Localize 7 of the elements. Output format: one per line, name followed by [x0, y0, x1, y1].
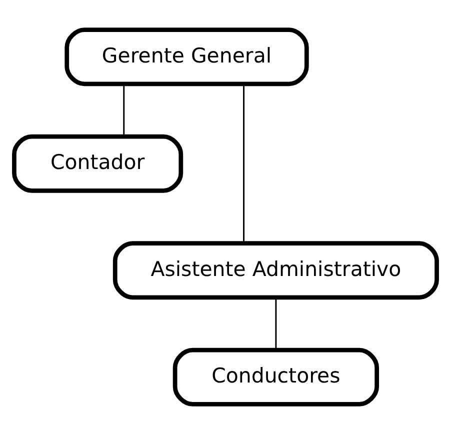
node-box: Asistente Administrativo	[112, 240, 439, 300]
node-box: Contador	[12, 134, 184, 192]
node-box: Gerente General	[64, 27, 309, 86]
connector	[243, 84, 244, 242]
node-box: Conductores	[172, 347, 380, 406]
connector	[275, 297, 277, 350]
connector	[123, 84, 125, 136]
